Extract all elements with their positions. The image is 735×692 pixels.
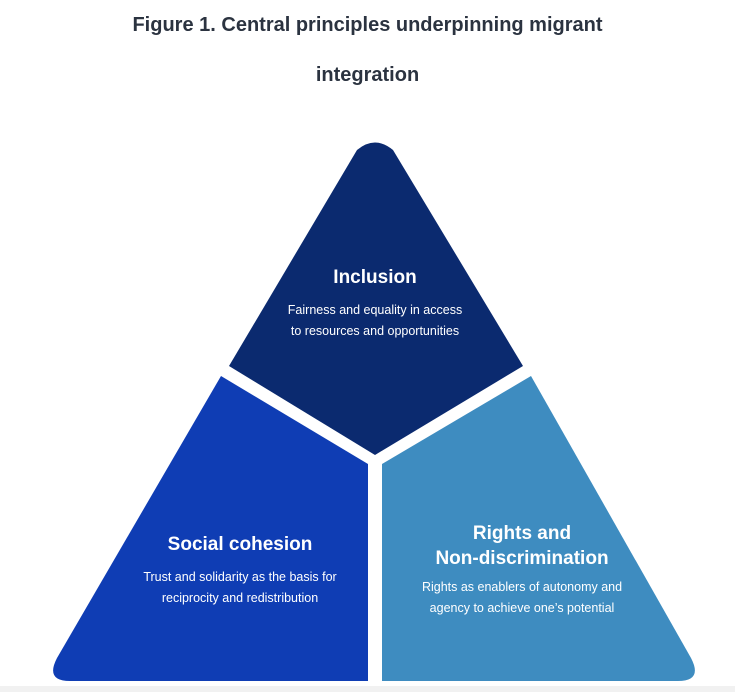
social-cohesion-heading: Social cohesion <box>167 534 313 555</box>
social-cohesion-description-line-1: Trust and solidarity as the basis for <box>143 570 337 584</box>
rights-heading: Rights and Non-discrimination <box>392 521 652 571</box>
bottom-divider <box>0 686 735 692</box>
rights-segment <box>382 376 695 681</box>
social-cohesion-description: Trust and solidarity as the basis for re… <box>110 567 370 609</box>
social-cohesion-segment <box>53 376 369 681</box>
social-cohesion-description-line-2: reciprocity and redistribution <box>161 591 319 605</box>
rights-heading-line-2: Non-discrimination <box>435 548 609 569</box>
inclusion-heading: Inclusion <box>333 267 417 288</box>
rights-heading-line-1: Rights and <box>472 523 572 544</box>
rights-description-line-2: agency to achieve one’s potential <box>429 601 615 615</box>
rights-description-line-1: Rights as enablers of autonomy and <box>421 580 623 594</box>
inclusion-segment <box>229 142 523 455</box>
inclusion-description-line-1: Fairness and equality in access <box>287 303 463 317</box>
figure-title-line-1: Figure 1. Central principles underpinnin… <box>132 14 603 36</box>
rights-description: Rights as enablers of autonomy and agenc… <box>382 577 662 619</box>
figure-title: Figure 1. Central principles underpinnin… <box>0 0 735 100</box>
inclusion-description-line-2: to resources and opportunities <box>290 324 460 338</box>
inclusion-description: Fairness and equality in access to resou… <box>255 300 495 342</box>
figure-title-line-2: integration <box>315 64 420 86</box>
